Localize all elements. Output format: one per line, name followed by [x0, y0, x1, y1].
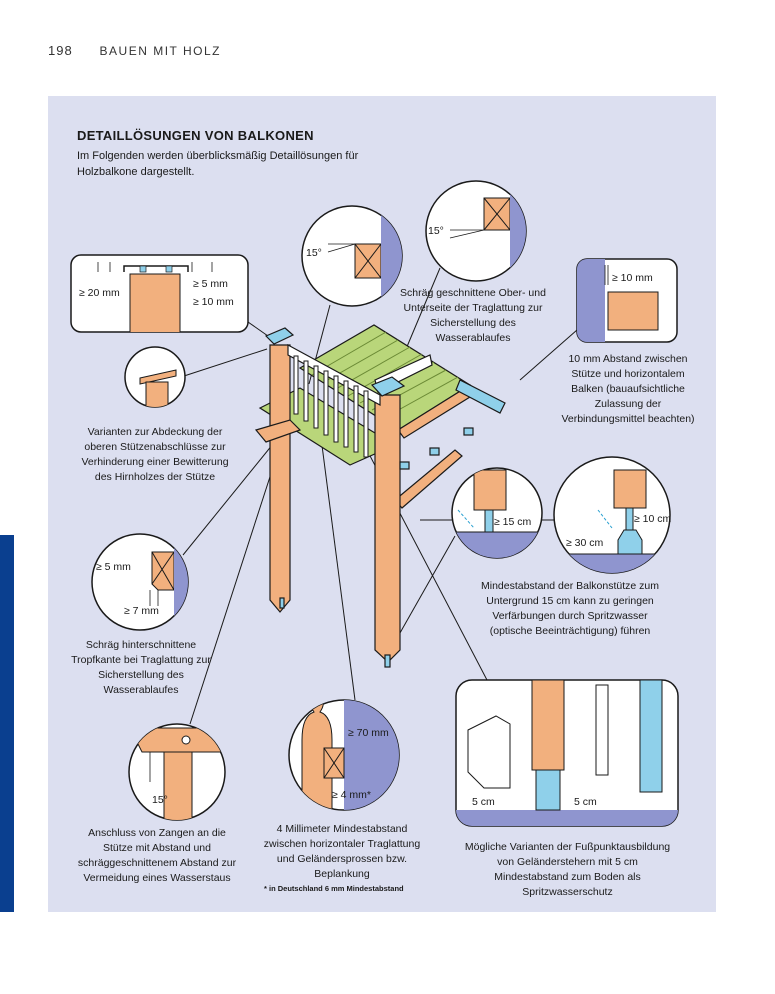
detail-cap-dimensions	[70, 254, 249, 333]
detail-ground-clearance-b	[553, 456, 671, 574]
dim-70mm: ≥ 70 mm	[348, 727, 389, 739]
dim-10mm-b: ≥ 10 mm	[612, 272, 653, 284]
panel-title: DETAILLÖSUNGEN VON BALKONEN	[77, 128, 314, 143]
detail-clamp-joint	[128, 723, 226, 821]
caption-zangen: Anschluss von Zangen an die Stütze mit A…	[77, 827, 237, 884]
dim-10mm: ≥ 10 mm	[193, 296, 234, 308]
detail-post-cover	[124, 346, 186, 408]
balcony-structure	[254, 324, 506, 668]
caption-fusspunkt: Mögliche Varianten der Fußpunktausbildun…	[464, 841, 671, 898]
dim-4mm: ≥ 4 mm*	[332, 789, 371, 801]
caption-tropfkante: Schräg hinterschnittene Tropfkante bei T…	[71, 639, 211, 696]
dim-5cm-a: 5 cm	[472, 796, 495, 808]
dim-30cm: ≥ 30 cm	[566, 537, 604, 549]
footnote: * in Deutschland 6 mm Mindestabstand	[264, 884, 404, 893]
leader-lines	[182, 267, 578, 725]
detail-cut-top-b	[425, 180, 527, 282]
page-number: 198	[48, 43, 73, 58]
dim-5mm: ≥ 5 mm	[193, 278, 228, 290]
dim-20mm: ≥ 20 mm	[79, 287, 120, 299]
caption-abstand10: 10 mm Abstand zwischen Stütze und horizo…	[561, 353, 695, 425]
caption-schraeg: Schräg geschnittene Ober- und Unterseite…	[400, 287, 546, 344]
page-header: 198 BAUEN MIT HOLZ	[48, 43, 221, 58]
dim-5mm-b: ≥ 5 mm	[96, 561, 131, 573]
dim-15deg-a: 15°	[306, 247, 322, 259]
chapter-marker	[0, 535, 14, 912]
section-title: BAUEN MIT HOLZ	[99, 44, 222, 58]
detail-footings	[455, 679, 679, 827]
dim-7mm: ≥ 7 mm	[124, 605, 159, 617]
dim-15cm: ≥ 15 cm	[494, 516, 532, 528]
caption-abdeckung: Varianten zur Abdeckung der oberen Stütz…	[81, 426, 229, 483]
detail-beam-gap	[576, 258, 678, 343]
intro-text: Im Folgenden werden überblicksmäßig Deta…	[77, 150, 359, 178]
detail-ground-clearance	[451, 467, 543, 559]
caption-mindestabstand: Mindestabstand der Balkonstütze zum Unte…	[480, 580, 659, 637]
dim-15deg-c: 15°	[152, 794, 168, 806]
dim-10cm: ≥ 10 cm	[634, 513, 672, 525]
caption-millimeter: 4 Millimeter Mindestabstand zwischen hor…	[263, 823, 421, 880]
dim-5cm-b: 5 cm	[574, 796, 597, 808]
detail-drip-edge	[91, 533, 189, 631]
dim-15deg-b: 15°	[428, 225, 444, 237]
